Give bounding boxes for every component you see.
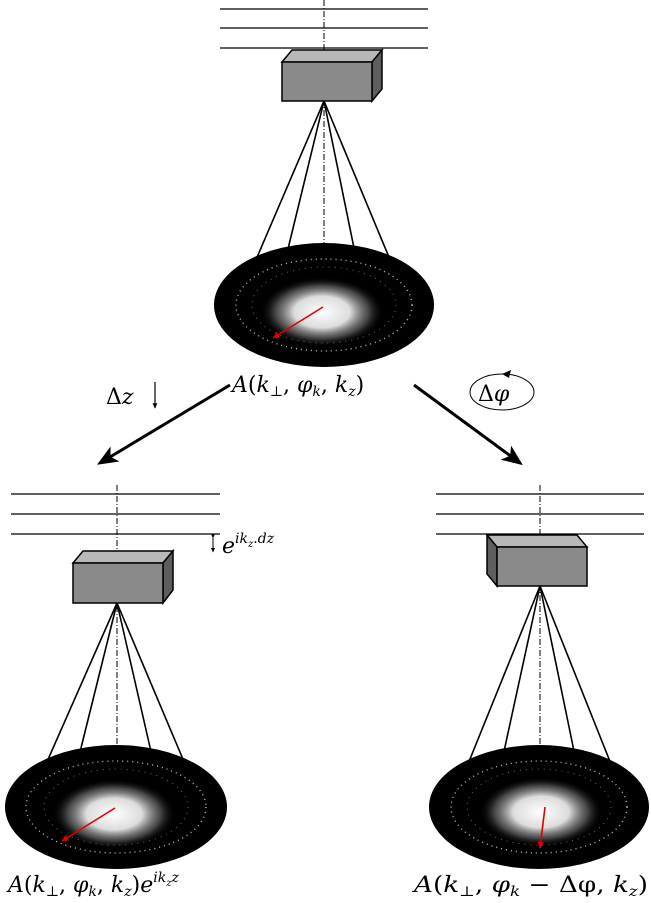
left-unit: eikz.dz A(k⊥, φk, kz)eikzz (5, 485, 275, 900)
arrow-to-rotation (413, 383, 523, 466)
top-k-vector-arrow (272, 306, 324, 339)
right-screen (429, 745, 649, 869)
left-k-vector-arrow (61, 807, 116, 842)
top-rays (254, 100, 392, 263)
delta-phi-label: Δφ (469, 370, 535, 411)
svg-text:Δz: Δz (106, 385, 134, 410)
left-rays (45, 602, 186, 765)
top-detector-block (280, 47, 384, 104)
right-k-vector-arrow (537, 806, 546, 849)
rotation-arrowhead-icon (502, 370, 511, 378)
left-screen (5, 745, 227, 869)
top-amplitude-label: A(k⊥, φk, kz) (230, 373, 364, 400)
svg-text:eikz.dz: eikz.dz (222, 531, 275, 559)
left-crystal-planes (11, 493, 220, 535)
phase-shift-marker: eikz.dz (211, 531, 275, 559)
svg-text:Δφ: Δφ (478, 382, 510, 407)
top-screen (214, 243, 434, 367)
top-unit: A(k⊥, φk, kz) (214, 0, 434, 400)
right-detector-block (485, 532, 589, 589)
delta-z-label: Δz (106, 382, 158, 410)
left-detector-block (71, 548, 175, 606)
left-amplitude-label: A(k⊥, φk, kz)eikzz (6, 870, 180, 900)
arrow-to-translation (96, 383, 231, 465)
right-rays (467, 585, 612, 765)
